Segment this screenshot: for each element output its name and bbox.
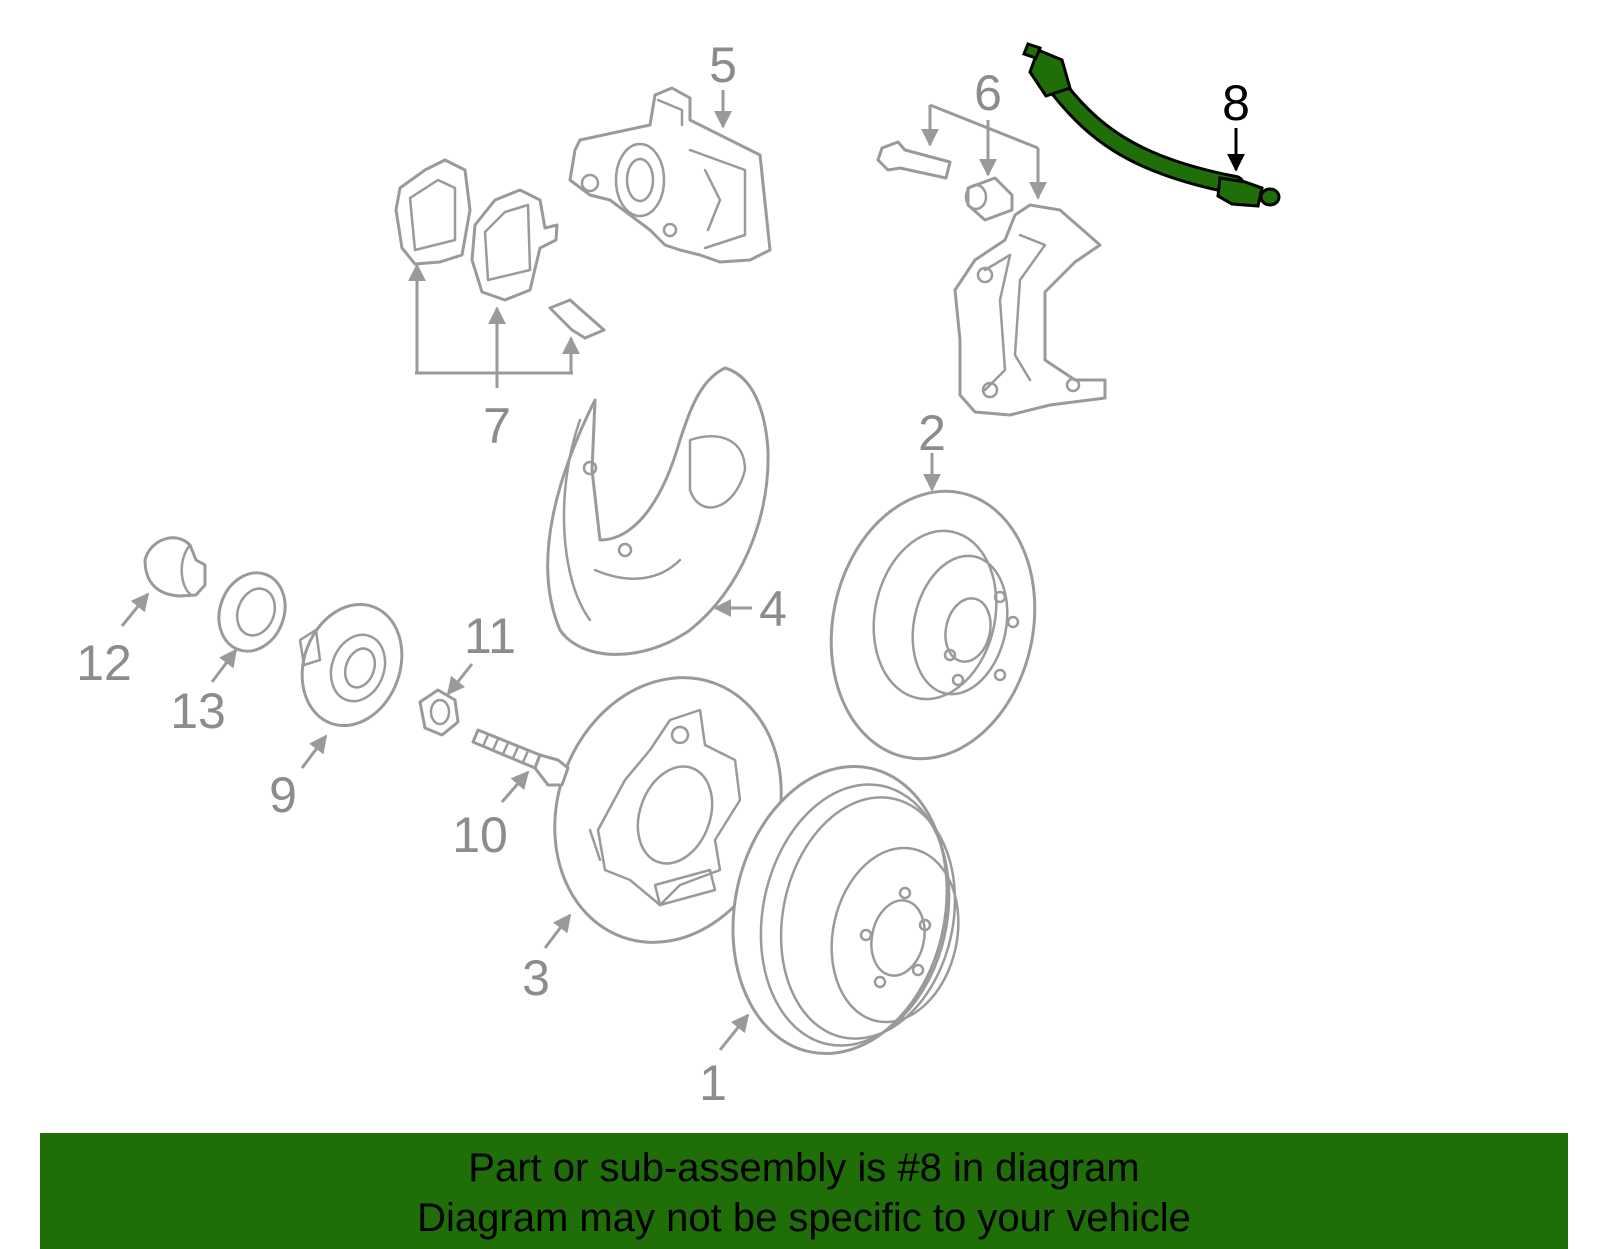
part-10-hub-bolt bbox=[471, 728, 570, 787]
part-9-wheel-hub bbox=[298, 602, 404, 728]
callout-6-bracket bbox=[921, 103, 1047, 200]
part-2-brake-rotor bbox=[829, 489, 1037, 761]
callout-11-leader bbox=[446, 663, 474, 696]
part-11-nut bbox=[418, 688, 460, 737]
callout-6: 6 bbox=[974, 65, 1002, 121]
banner-line-2: Diagram may not be specific to your vehi… bbox=[417, 1196, 1191, 1240]
callout-11: 11 bbox=[464, 608, 516, 664]
callout-3: 3 bbox=[522, 950, 550, 1006]
part-8-brake-hose[interactable] bbox=[1022, 42, 1281, 208]
callout-2: 2 bbox=[918, 405, 946, 461]
callout-1: 1 bbox=[699, 1055, 727, 1111]
part-13-bearing bbox=[217, 571, 287, 653]
callout-9: 9 bbox=[269, 767, 297, 823]
callout-13-leader bbox=[210, 648, 238, 683]
callout-10-leader bbox=[500, 770, 530, 803]
part-1-brake-drum bbox=[731, 764, 960, 1056]
callout-1-leader bbox=[718, 1013, 750, 1051]
part-7-brake-pads bbox=[394, 158, 606, 340]
part-6-bolt bbox=[876, 140, 952, 180]
info-banner: Part or sub-assembly is #8 in diagram Di… bbox=[40, 1133, 1568, 1249]
callout-3-leader bbox=[543, 913, 572, 949]
callout-8: 8 bbox=[1222, 75, 1250, 131]
callout-12-leader bbox=[120, 592, 150, 627]
callout-7-bracket bbox=[408, 263, 580, 388]
part-4-splash-shield bbox=[546, 366, 770, 656]
callout-9-leader bbox=[300, 734, 328, 769]
callout-7: 7 bbox=[483, 398, 511, 454]
banner-line-1: Part or sub-assembly is #8 in diagram bbox=[468, 1146, 1140, 1190]
part-12-dust-cap bbox=[143, 536, 207, 598]
part-6-guide-sleeve bbox=[964, 176, 1014, 222]
callout-10: 10 bbox=[452, 807, 508, 863]
callout-12: 12 bbox=[76, 635, 132, 691]
callout-13: 13 bbox=[170, 683, 226, 739]
part-5-caliper bbox=[568, 86, 772, 264]
callout-4: 4 bbox=[759, 581, 787, 637]
part-6-caliper-carrier bbox=[953, 203, 1107, 417]
callout-5: 5 bbox=[709, 37, 737, 93]
